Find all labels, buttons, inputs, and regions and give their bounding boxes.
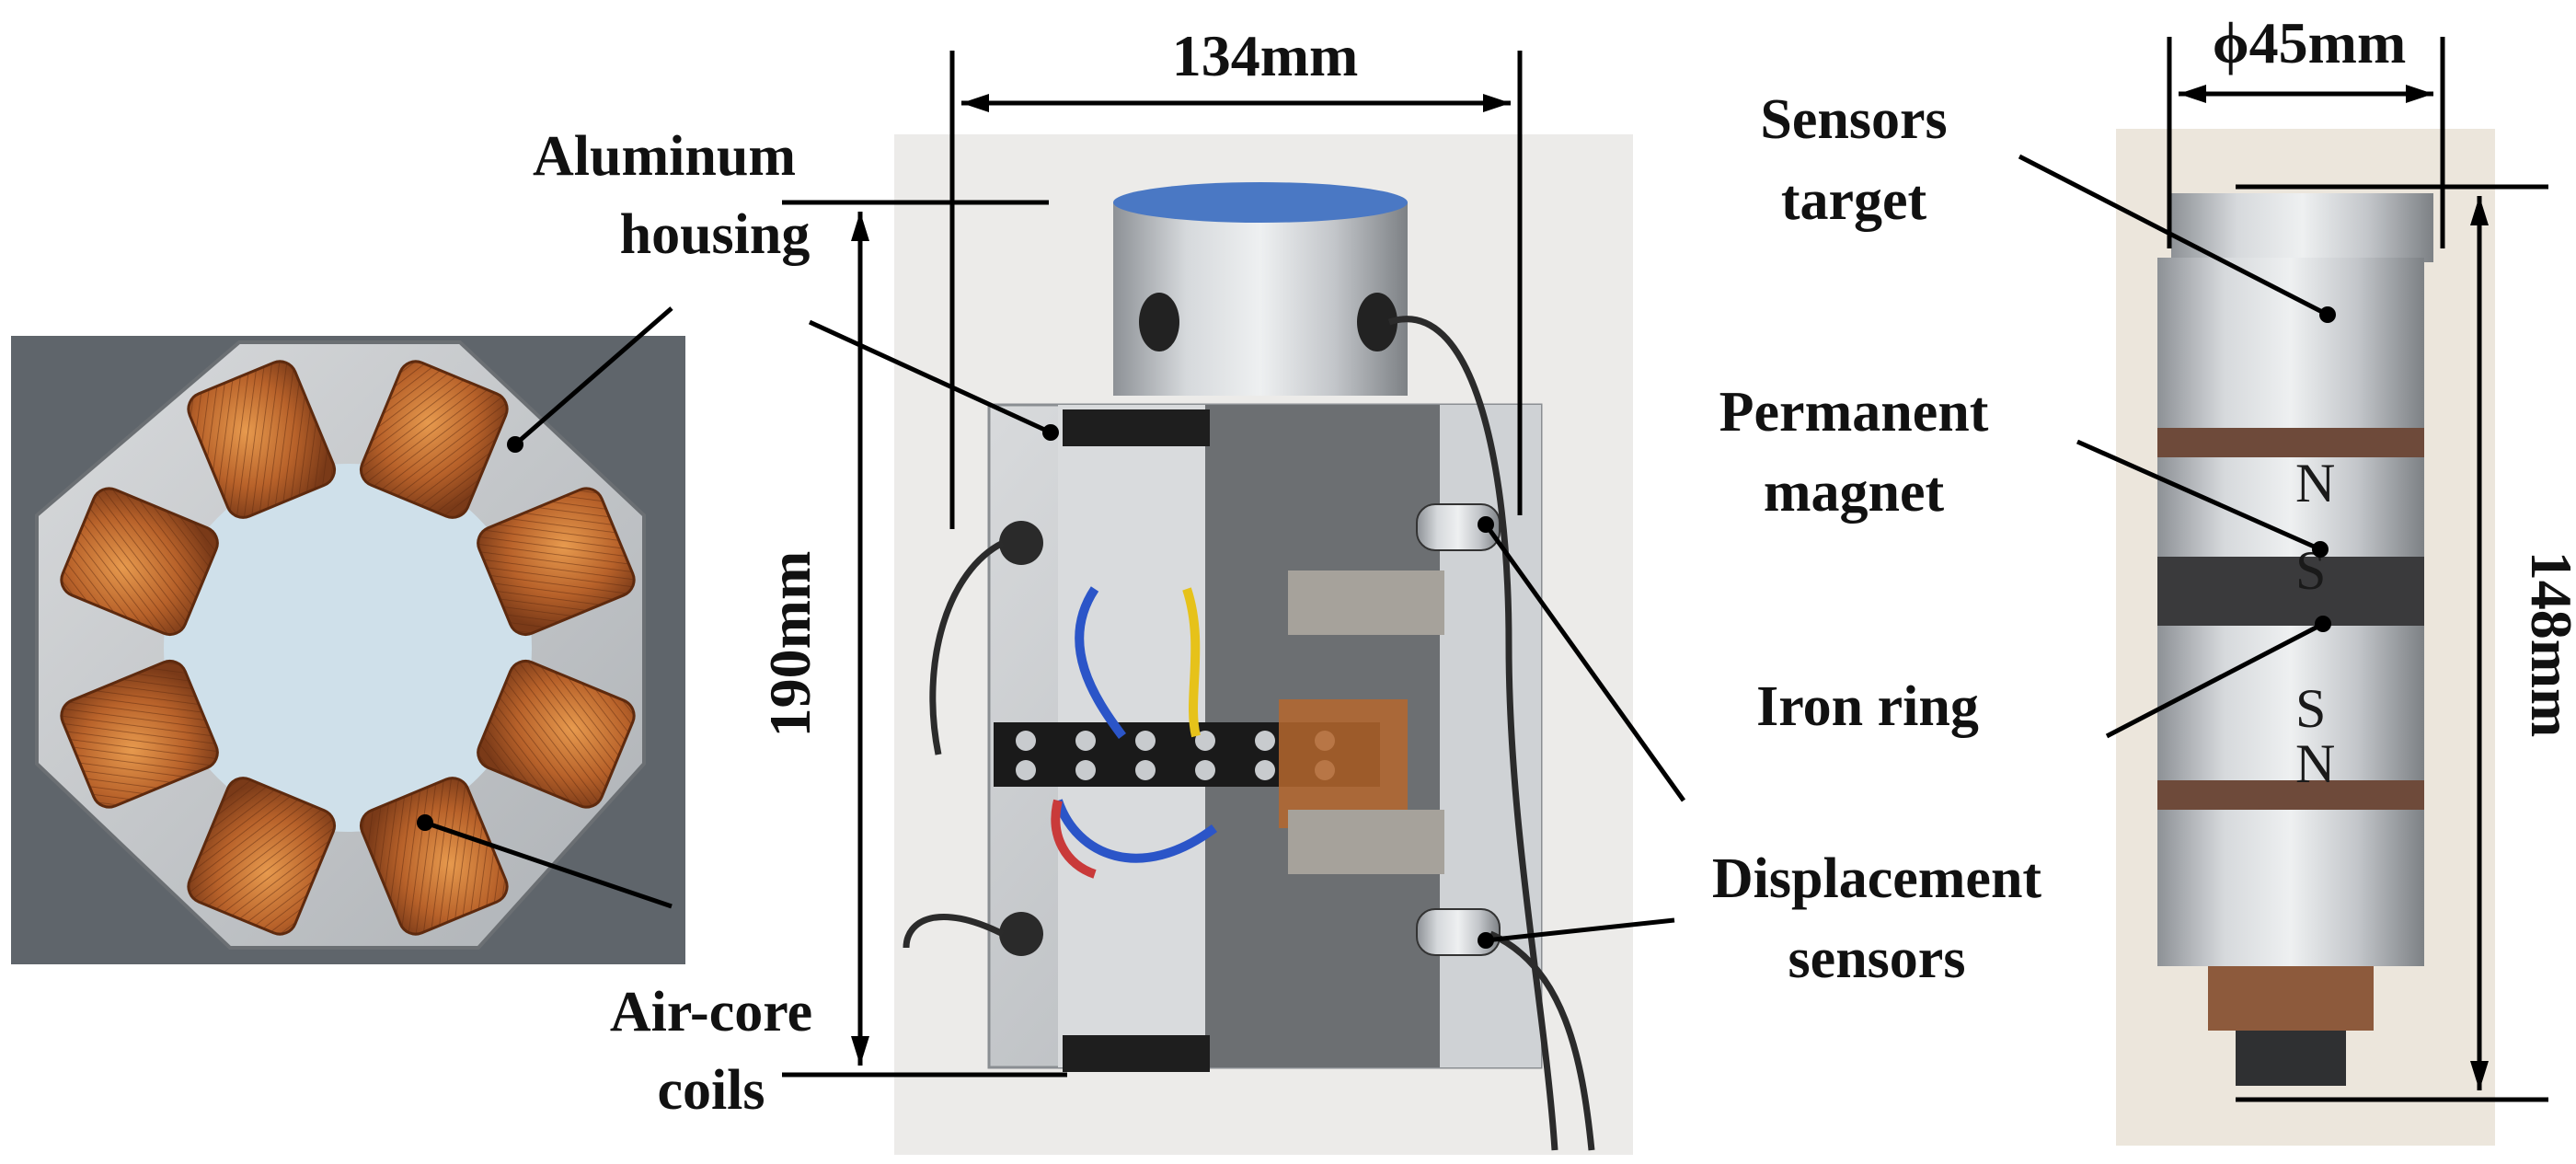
terminal-screw	[1075, 760, 1096, 780]
pole-piece-lower	[1288, 810, 1444, 874]
air-core-coil	[477, 487, 636, 637]
air-core-coils-label-line1: Air-core	[610, 981, 812, 1043]
sensors-target-label-line1: Sensors	[1760, 88, 1947, 151]
displacement-sensors-label-line2: sensors	[1788, 928, 1966, 990]
pole-piece-upper	[1288, 570, 1444, 635]
wire-yellow	[1182, 587, 1201, 738]
iron-ring-upper	[2157, 428, 2424, 457]
iron-ring-lower	[2157, 780, 2424, 810]
sensors-target-label-line2: target	[1781, 169, 1927, 232]
iron-ring-label: Iron ring	[1756, 675, 1979, 738]
blue-cap	[1113, 182, 1408, 223]
terminal-screw	[1016, 731, 1036, 751]
air-core-coil	[359, 777, 509, 936]
wire-blue	[1075, 586, 1127, 739]
air-core-coil	[477, 659, 636, 809]
air-core-coil	[60, 487, 219, 637]
terminal-screw	[1195, 731, 1215, 751]
rotor-pole-mark: N	[2295, 733, 2335, 794]
air-core-coil-group	[60, 360, 636, 936]
sensor-port-right	[1357, 293, 1397, 352]
air-core-coil	[359, 360, 509, 519]
air-core-coil	[60, 659, 219, 809]
dim-190mm: 190mm	[757, 551, 822, 738]
iron-ring-middle	[2157, 557, 2424, 626]
rotor-shaft-collar	[2208, 966, 2374, 1031]
rotor-pole-mark: S	[2295, 678, 2326, 739]
leader-lines	[424, 154, 2329, 1078]
sensor-head-left-upper	[999, 521, 1043, 565]
terminal-screw	[1016, 760, 1036, 780]
sensor-cable-right-lower	[1489, 930, 1595, 1151]
terminal-screw	[1195, 760, 1215, 780]
dim-134mm: 134mm	[1172, 23, 1359, 88]
rotor-pole-mark: N	[2295, 453, 2335, 513]
aluminum-housing-label-line2: housing	[620, 203, 811, 266]
terminal-screw	[1255, 731, 1275, 751]
terminal-screw	[1135, 731, 1156, 751]
sensor-cable-left-upper	[929, 539, 1005, 755]
bottom-label-plate	[1063, 1035, 1210, 1072]
stator-winding	[1279, 699, 1408, 828]
leader-dots	[417, 306, 2336, 949]
labels: Aluminum housing Air-core coils Displace…	[533, 88, 2041, 1122]
sensors-target-cap	[2171, 193, 2433, 262]
displacement-sensors-label-line1: Displacement	[1712, 847, 2042, 910]
wire-blue-lower	[1053, 799, 1217, 863]
air-core-coils-label-line2: coils	[657, 1059, 765, 1122]
air-core-coil	[187, 360, 337, 519]
sensor-cable-left-lower	[903, 913, 1005, 949]
terminal-screw	[1135, 760, 1156, 780]
displacement-sensor-upper	[1416, 503, 1501, 551]
dim-148mm: 148mm	[2519, 551, 2576, 738]
dimension-arrows	[851, 85, 2489, 1090]
air-core-coil	[187, 777, 337, 936]
sensor-cable-right	[1387, 316, 1558, 1151]
aluminum-housing-label-line1: Aluminum	[533, 125, 796, 188]
wire-red	[1051, 799, 1097, 879]
terminal-screw	[1075, 731, 1096, 751]
dim-phi45mm: ϕ45mm	[2213, 10, 2407, 75]
bearing-photo	[894, 134, 1633, 1155]
coil-ring-photo	[11, 336, 685, 964]
terminal-screw	[1255, 760, 1275, 780]
permanent-magnet-label-line1: Permanent	[1719, 381, 1989, 444]
dimension-labels: 134mm ϕ45mm 190mm 148mm	[757, 10, 2576, 737]
top-label-plate	[1063, 409, 1210, 446]
sensor-port-left	[1139, 293, 1179, 352]
sensor-head-left-lower	[999, 912, 1043, 956]
rotor-shaft-nut	[2236, 1031, 2346, 1086]
housing-bore	[164, 464, 532, 832]
permanent-magnet-label-line2: magnet	[1764, 461, 1945, 524]
